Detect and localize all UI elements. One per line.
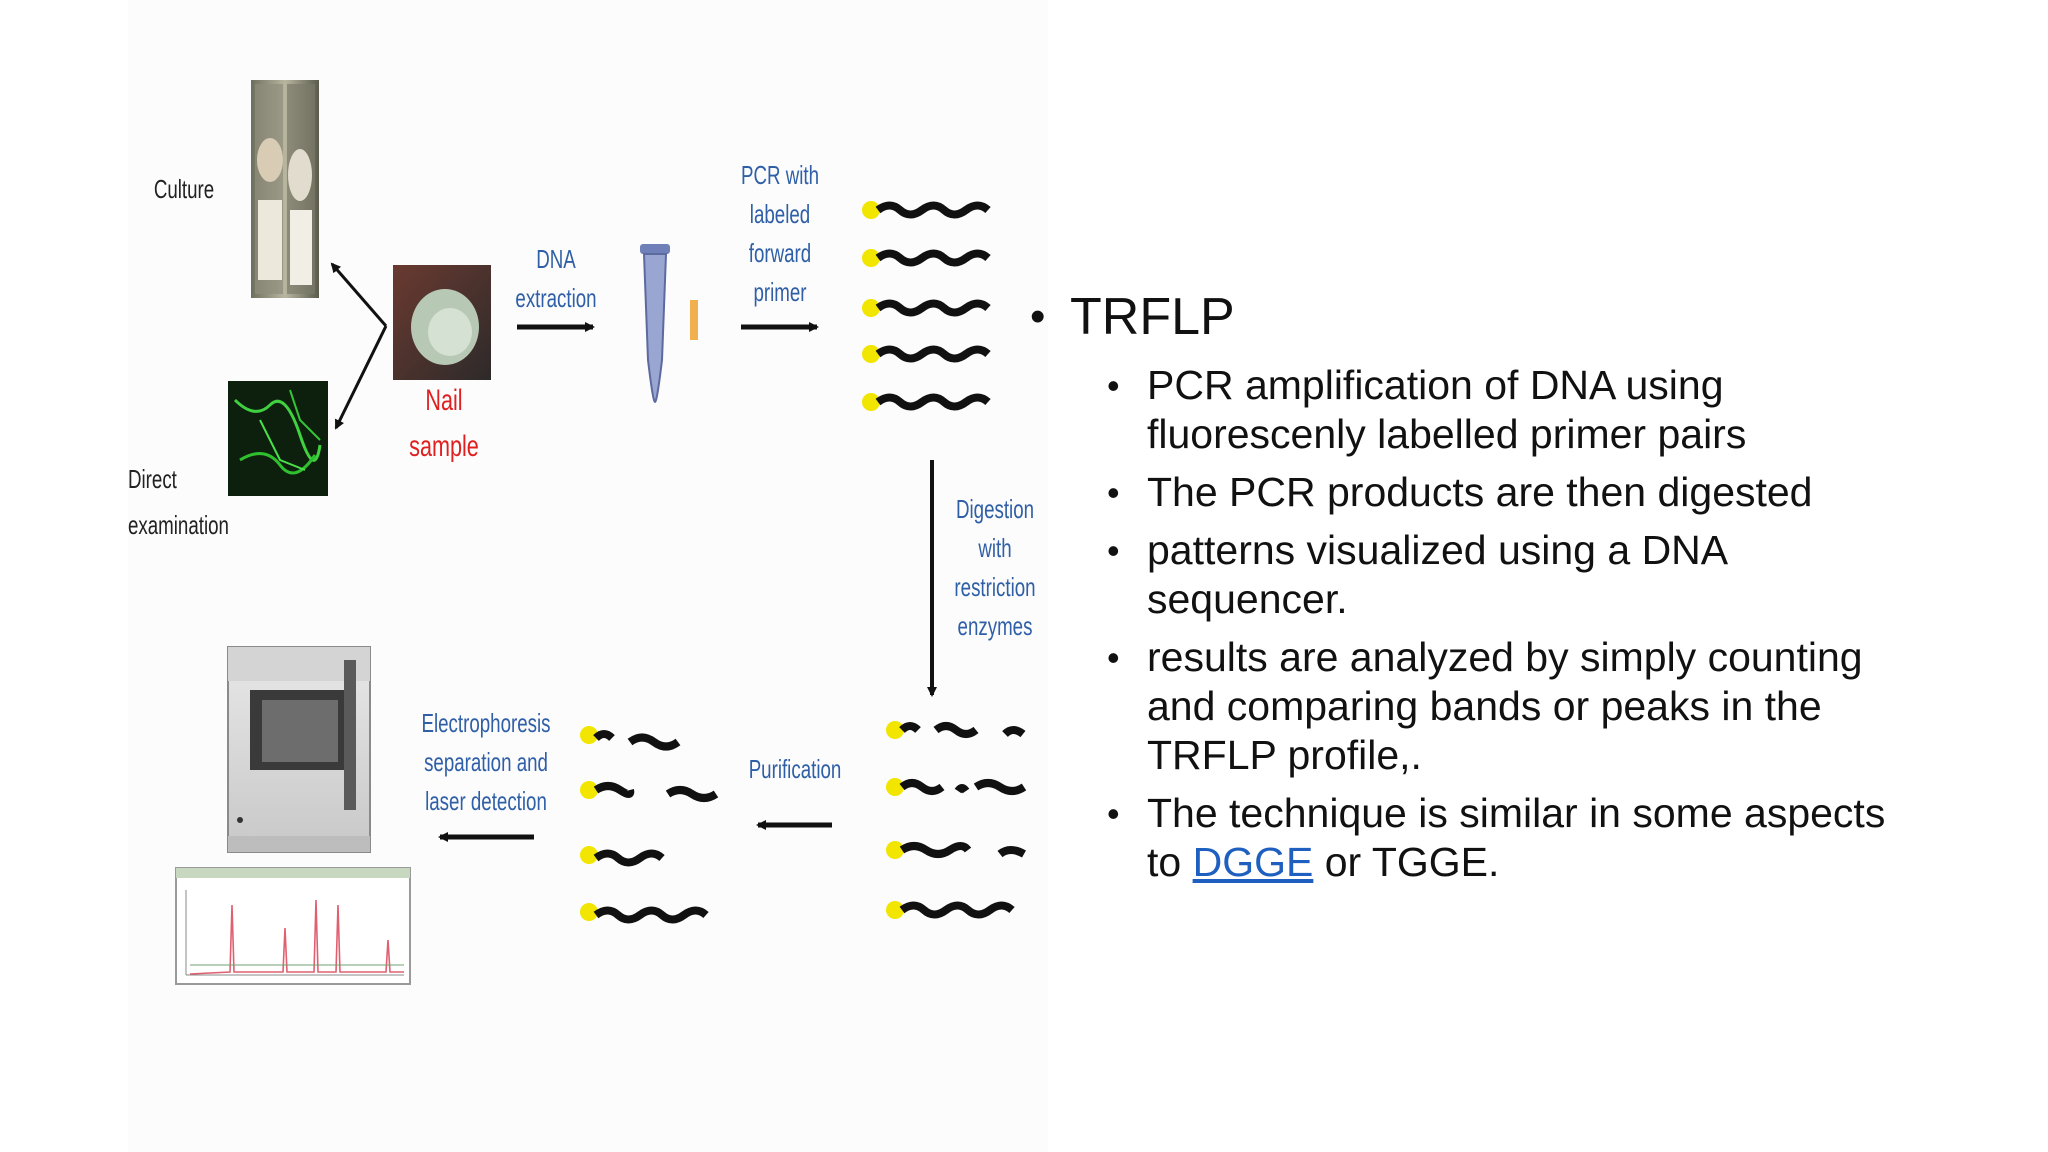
electropherogram-image: [175, 867, 411, 985]
pcr-strand: [862, 299, 991, 317]
bullet-text: The technique is similar in some aspects…: [1147, 790, 1886, 885]
bullet-main: TRFLP: [1030, 282, 1930, 352]
direct-examination-label: Direct examination: [128, 464, 229, 540]
bullet-item: The PCR products are then digested: [1107, 468, 1930, 517]
fragment-row: [580, 726, 681, 751]
arrow-to-direct: [334, 325, 388, 430]
nail-sample-label: Nail sample: [409, 384, 479, 463]
fragment-row: [580, 903, 709, 924]
pcr-strand: [862, 345, 991, 363]
bullet-item: results are analyzed by simply counting …: [1107, 633, 1930, 780]
bullet-list: TRFLP PCR amplification of DNA using flu…: [1030, 282, 1930, 887]
culture-image: [251, 80, 319, 298]
fragment-row: [886, 721, 1026, 739]
fragment-row: [580, 781, 719, 802]
dgge-link[interactable]: DGGE: [1192, 839, 1314, 885]
bullet-item: patterns visualized using a DNA sequence…: [1107, 526, 1930, 624]
dna-extraction-label: DNA extraction: [515, 244, 597, 313]
fragment-row: [580, 846, 665, 867]
bullet-item: PCR amplification of DNA using fluoresce…: [1107, 361, 1930, 459]
arrow-to-culture: [330, 262, 388, 327]
fragment-row: [886, 841, 1026, 859]
pcr-labeled-primer-label: PCR with labeled forward primer: [740, 160, 820, 307]
nail-image: [393, 265, 491, 380]
tube-icon: [640, 244, 698, 404]
fragment-row: [886, 901, 1015, 919]
pcr-strand: [862, 393, 991, 411]
digested-fragments: [886, 721, 1027, 919]
pcr-strand: [862, 249, 991, 267]
pcr-strand: [862, 201, 991, 219]
bullet-text: or TGGE.: [1313, 839, 1500, 885]
purification-label: Purification: [748, 754, 842, 784]
microscopy-image: [228, 381, 328, 496]
electrophoresis-label: Electrophoresis separation and laser det…: [421, 708, 551, 816]
culture-label: Culture: [153, 174, 215, 204]
bullet-item-last: The technique is similar in some aspects…: [1107, 789, 1930, 887]
fragment-row: [886, 778, 1027, 796]
digestion-label: Digestion with restriction enzymes: [954, 494, 1036, 641]
sequencer-image: [227, 646, 371, 853]
purified-fragments: [580, 726, 719, 924]
pcr-products: [862, 201, 991, 411]
